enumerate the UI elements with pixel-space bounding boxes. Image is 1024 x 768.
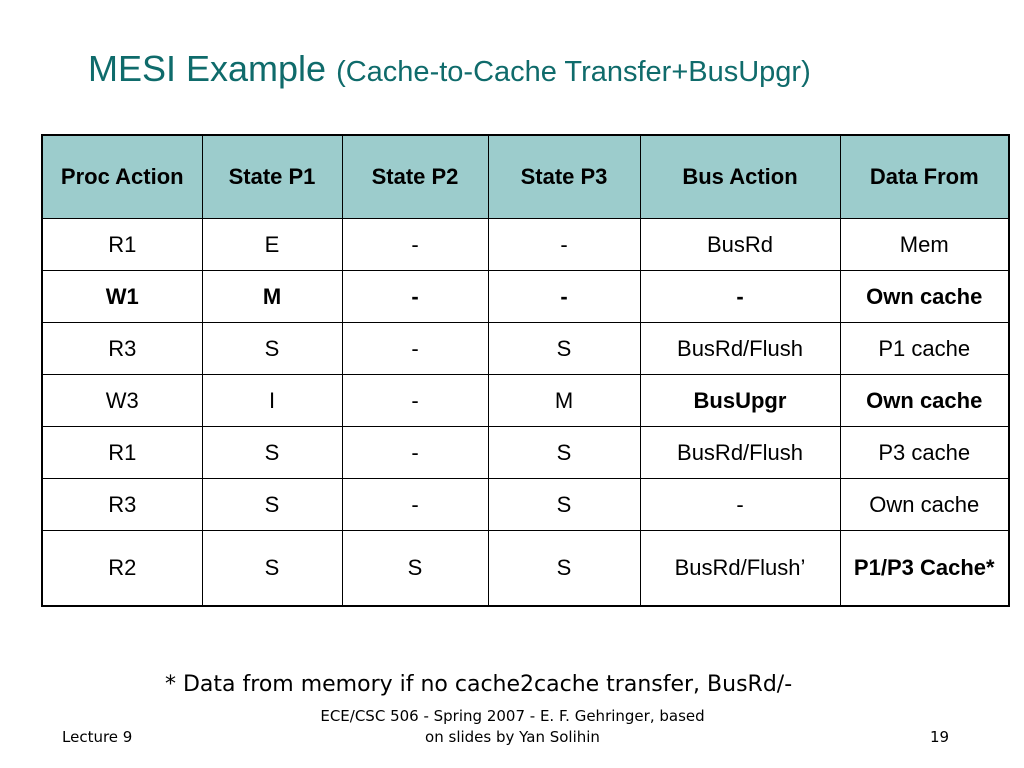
- cell-state-p1: M: [201, 270, 343, 323]
- cell-proc-action: R3: [41, 478, 203, 531]
- cell-bus-action: BusUpgr: [639, 374, 841, 427]
- cell-data-from: P3 cache: [839, 426, 1010, 479]
- cell-bus-action: BusRd: [639, 218, 841, 271]
- cell-state-p1: S: [201, 426, 343, 479]
- cell-bus-action: BusRd/Flush: [639, 322, 841, 375]
- cell-state-p1: E: [201, 218, 343, 271]
- cell-state-p1: S: [201, 530, 343, 607]
- table-row: R1 S - S BusRd/Flush P3 cache: [41, 426, 1010, 479]
- table-row: R2 S S S BusRd/Flush’ P1/P3 Cache*: [41, 530, 1010, 607]
- footer-page-number: 19: [930, 728, 950, 746]
- cell-bus-action: BusRd/Flush’: [639, 530, 841, 607]
- footer-course-credit: ECE/CSC 506 - Spring 2007 - E. F. Gehrin…: [320, 707, 705, 746]
- footnote: * Data from memory if no cache2cache tra…: [165, 672, 793, 697]
- cell-proc-action: R2: [41, 530, 203, 607]
- slide-title-sub: (Cache-to-Cache Transfer+BusUpgr): [336, 56, 811, 88]
- cell-data-from: Mem: [839, 218, 1010, 271]
- cell-proc-action: W1: [41, 270, 203, 323]
- cell-state-p2: -: [341, 426, 489, 479]
- cell-state-p3: M: [487, 374, 641, 427]
- header-state-p1: State P1: [201, 134, 343, 219]
- cell-data-from: P1 cache: [839, 322, 1010, 375]
- header-state-p3: State P3: [487, 134, 641, 219]
- header-data-from: Data From: [839, 134, 1010, 219]
- cell-state-p1: S: [201, 322, 343, 375]
- cell-state-p2: -: [341, 218, 489, 271]
- cell-bus-action: -: [639, 270, 841, 323]
- cell-data-from: Own cache: [839, 374, 1010, 427]
- cell-proc-action: R1: [41, 218, 203, 271]
- table-row: R1 E - - BusRd Mem: [41, 218, 1010, 271]
- cell-bus-action: -: [639, 478, 841, 531]
- cell-state-p3: -: [487, 218, 641, 271]
- footer-lecture: Lecture 9: [62, 728, 133, 746]
- cell-state-p2: -: [341, 478, 489, 531]
- cell-state-p1: S: [201, 478, 343, 531]
- cell-proc-action: R1: [41, 426, 203, 479]
- table-header-row: Proc Action State P1 State P2 State P3 B…: [41, 134, 1010, 219]
- cell-proc-action: W3: [41, 374, 203, 427]
- table-row: W3 I - M BusUpgr Own cache: [41, 374, 1010, 427]
- cell-state-p3: S: [487, 322, 641, 375]
- mesi-table: Proc Action State P1 State P2 State P3 B…: [41, 134, 1010, 607]
- cell-state-p3: -: [487, 270, 641, 323]
- cell-state-p2: S: [341, 530, 489, 607]
- slide-title: MESI Example (Cache-to-Cache Transfer+Bus…: [88, 48, 811, 90]
- cell-state-p2: -: [341, 374, 489, 427]
- cell-data-from: Own cache: [839, 270, 1010, 323]
- cell-data-from: Own cache: [839, 478, 1010, 531]
- cell-data-from: P1/P3 Cache*: [839, 530, 1010, 607]
- header-bus-action: Bus Action: [639, 134, 841, 219]
- cell-state-p3: S: [487, 478, 641, 531]
- header-proc-action: Proc Action: [41, 134, 203, 219]
- cell-state-p3: S: [487, 426, 641, 479]
- cell-state-p2: -: [341, 270, 489, 323]
- cell-state-p3: S: [487, 530, 641, 607]
- table-row: R3 S - S BusRd/Flush P1 cache: [41, 322, 1010, 375]
- table-row: W1 M - - - Own cache: [41, 270, 1010, 323]
- slide-title-main: MESI Example: [88, 48, 327, 89]
- cell-bus-action: BusRd/Flush: [639, 426, 841, 479]
- cell-state-p1: I: [201, 374, 343, 427]
- cell-proc-action: R3: [41, 322, 203, 375]
- header-state-p2: State P2: [341, 134, 489, 219]
- cell-state-p2: -: [341, 322, 489, 375]
- table-row: R3 S - S - Own cache: [41, 478, 1010, 531]
